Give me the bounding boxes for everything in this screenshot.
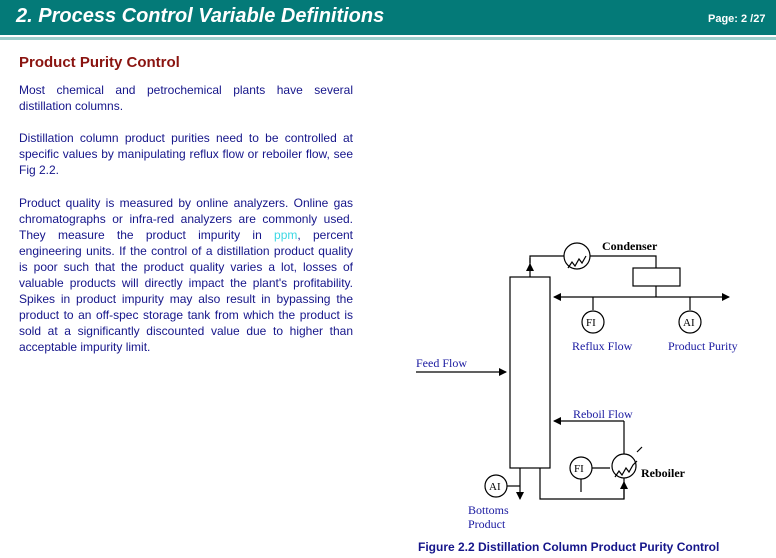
condenser-label: Condenser — [602, 239, 658, 253]
paragraph-3-text-b: , percent engineering units. If the cont… — [19, 228, 354, 354]
fi-bottom-text: FI — [574, 463, 584, 475]
ai-top-text: AI — [683, 317, 695, 329]
paragraph-3-text-a: Product quality is measured by online an… — [19, 196, 353, 242]
accumulator-drum — [632, 267, 681, 287]
header-bar: 2. Process Control Variable Definitions … — [0, 0, 776, 35]
header-divider — [0, 37, 776, 40]
product-purity-label: Product Purity — [668, 339, 738, 353]
ai-top-instrument — [678, 310, 702, 334]
reboiler-label: Reboiler — [641, 466, 686, 480]
product-label: Product — [468, 517, 506, 531]
paragraph-1: Most chemical and petrochemical plants h… — [19, 83, 353, 113]
paragraph-2: Distillation column product purities nee… — [19, 131, 353, 177]
ppm-link[interactable]: ppm — [274, 228, 298, 242]
paragraph-3: Product quality is measured by online an… — [19, 195, 353, 355]
ai-bottom-text: AI — [489, 481, 501, 493]
distillation-column-diagram: Condenser Reboiler Feed Flow Reflux Flow… — [416, 239, 738, 531]
feed-flow-label: Feed Flow — [416, 356, 467, 370]
bottoms-label: Bottoms — [468, 503, 509, 517]
section-title: Product Purity Control — [19, 54, 180, 71]
page-indicator: Page: 2 /27 — [708, 13, 766, 25]
fi-top-instrument — [581, 310, 605, 334]
reboil-flow-label: Reboil Flow — [573, 407, 633, 421]
fi-top-text: FI — [586, 317, 596, 329]
reflux-flow-label: Reflux Flow — [572, 339, 633, 353]
page-title: 2. Process Control Variable Definitions — [16, 5, 385, 27]
header-divider-thin — [0, 35, 776, 36]
figure-caption: Figure 2.2 Distillation Column Product P… — [418, 540, 720, 554]
distillation-column — [509, 276, 551, 469]
condenser-exchanger — [563, 242, 591, 270]
